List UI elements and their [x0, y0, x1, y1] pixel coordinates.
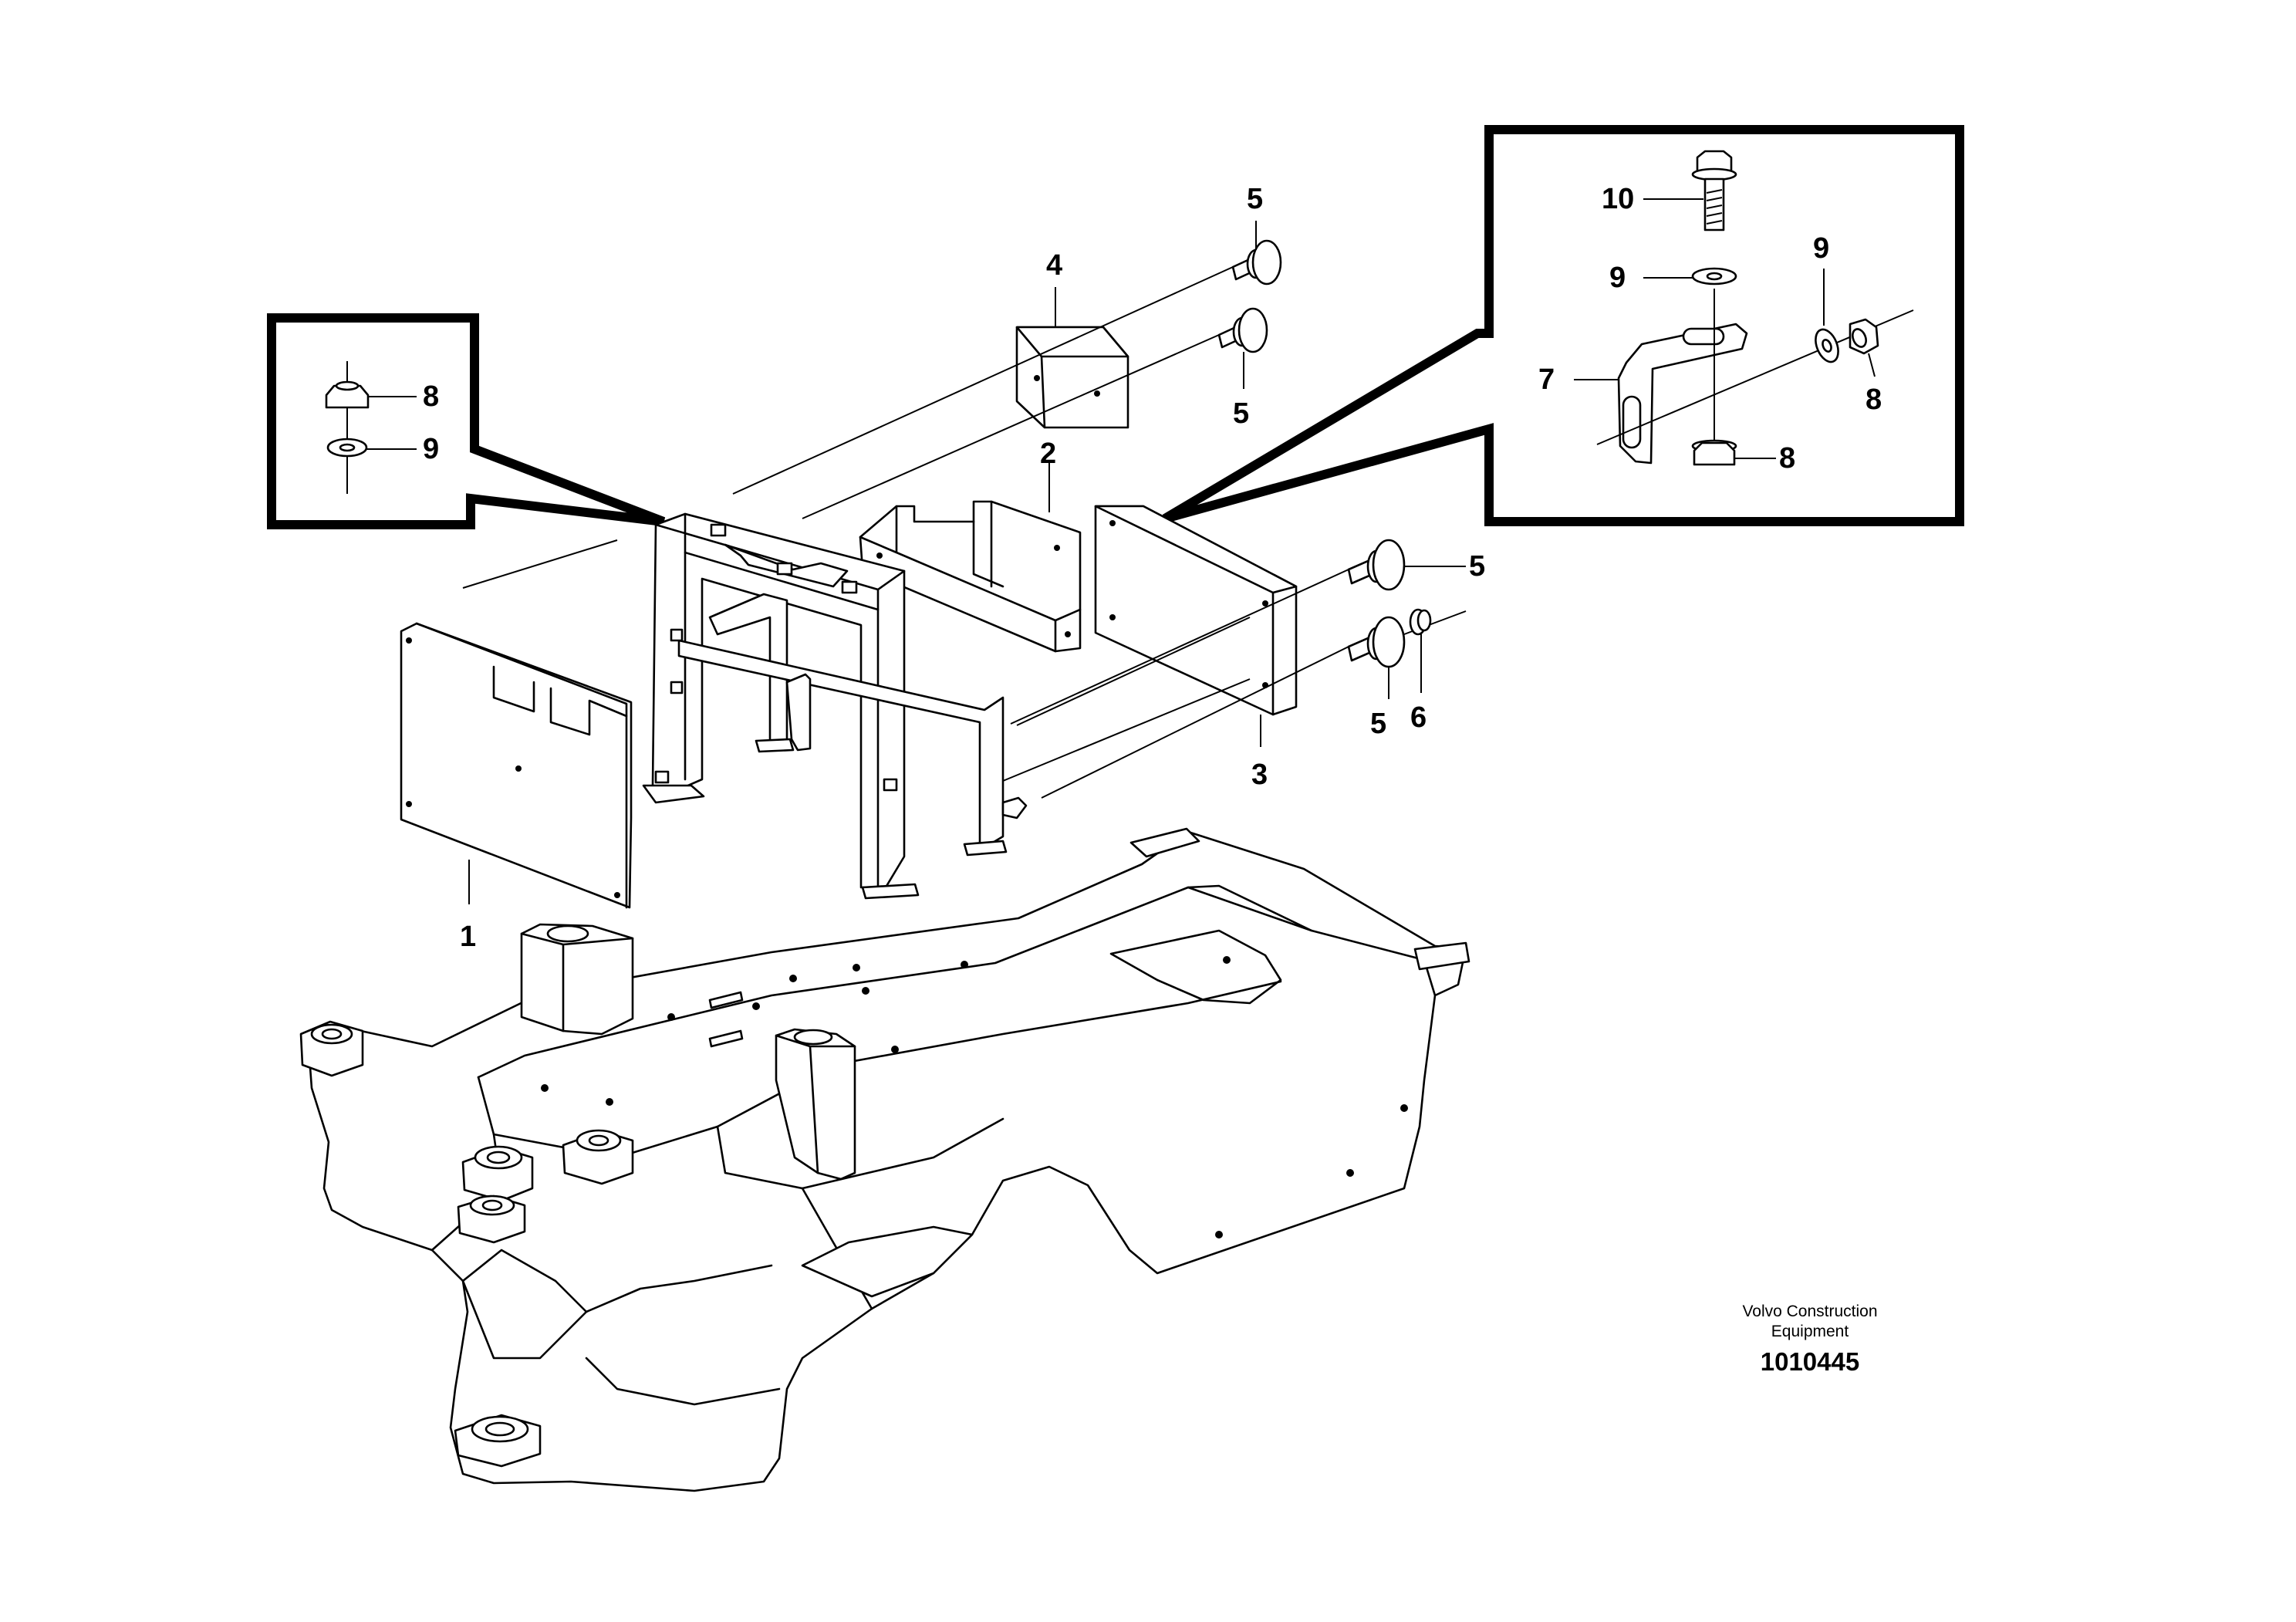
machine-chassis [299, 827, 1470, 1492]
bolt-5-upper-a [732, 221, 1282, 495]
detail-inset-right [1162, 125, 1964, 526]
inset-washer-9-side [1815, 269, 1839, 363]
callout-9-right-top: 9 [1609, 262, 1626, 294]
callout-2: 2 [1040, 438, 1056, 470]
callout-5-upper-b: 5 [1233, 397, 1249, 430]
brand-name-line2: Equipment [1771, 1323, 1849, 1340]
callout-1: 1 [460, 921, 476, 953]
inset-nut-8 [325, 361, 417, 494]
callout-5-lower-b: 5 [1370, 708, 1386, 740]
callout-8-left-inset: 8 [423, 380, 439, 413]
document-footer: Volvo Construction Equipment 1010445 [1742, 1303, 1877, 1376]
chassis-mount-left [299, 1020, 364, 1077]
callout-7: 7 [1538, 363, 1555, 396]
part-1-shield [400, 539, 633, 909]
chassis-towers [520, 923, 856, 1181]
callout-3: 3 [1251, 759, 1268, 791]
callout-10: 10 [1602, 183, 1634, 215]
mounting-frame [642, 512, 1251, 900]
callout-8-right-bottom: 8 [1779, 442, 1795, 475]
document-number: 1010445 [1761, 1347, 1859, 1376]
inset-nut-8-side [1849, 318, 1879, 377]
chassis-holes [541, 956, 1408, 1238]
detail-inset-left [267, 313, 666, 529]
callout-4: 4 [1046, 249, 1062, 282]
callout-5-upper-a: 5 [1247, 183, 1263, 215]
brand-name-line1: Volvo Construction [1742, 1303, 1877, 1320]
chassis-mount-bottom [454, 1414, 542, 1468]
nut-6 [1409, 608, 1432, 693]
inset-washer-9 [326, 438, 417, 458]
bolt-5-lower-b [1041, 610, 1467, 799]
callout-6: 6 [1410, 701, 1427, 734]
part-2-block [859, 460, 1082, 653]
callout-5-lower-a: 5 [1469, 550, 1485, 583]
bolt-5-lower-a [1010, 539, 1466, 725]
chassis-mount-center [457, 1129, 634, 1244]
callout-9-left-inset: 9 [423, 433, 439, 465]
callout-labels: 1 2 3 4 5 5 5 5 6 7 8 8 8 9 9 9 10 [423, 183, 1882, 953]
inset-nut-8-bottom [1691, 439, 1776, 466]
bolt-5-upper-b [802, 307, 1268, 519]
part-3-plate [1094, 505, 1298, 747]
inset-bolt-10 [1643, 150, 1737, 231]
callout-8-right-side: 8 [1866, 384, 1882, 416]
inset-washer-9-top [1643, 267, 1737, 286]
callout-9-right-side: 9 [1813, 232, 1829, 265]
